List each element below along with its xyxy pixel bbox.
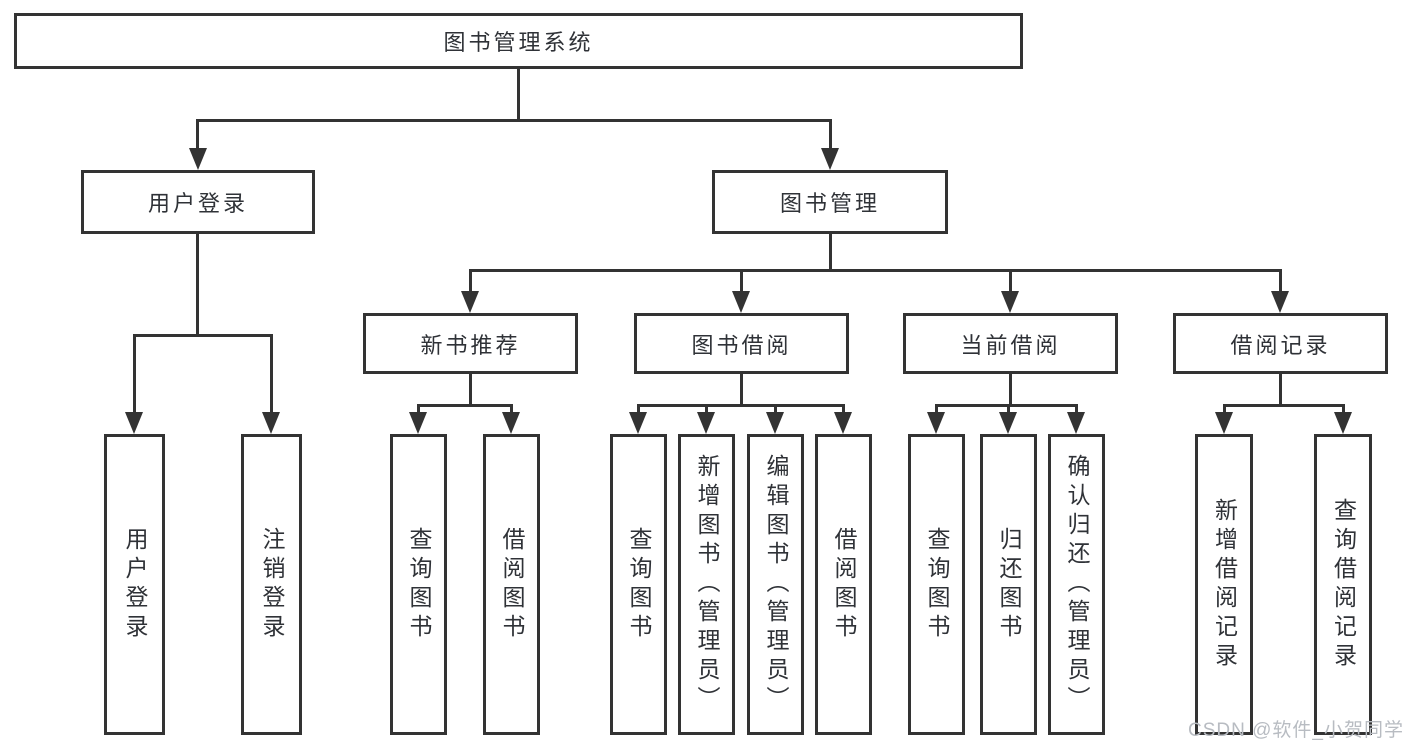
leaf-query-books-recommend: 查询图书 bbox=[390, 434, 447, 735]
arrowhead-icon bbox=[1271, 291, 1289, 313]
leaf-user-login: 用户登录 bbox=[104, 434, 165, 735]
connector-leaf-stem bbox=[935, 404, 938, 414]
node-library-management-system: 图书管理系统 bbox=[14, 13, 1023, 69]
connector-leaf-stem bbox=[417, 404, 420, 414]
leaf-query-borrow-record: 查询借阅记录 bbox=[1314, 434, 1372, 735]
node-book-management: 图书管理 bbox=[712, 170, 948, 234]
connector-leaf-stem bbox=[774, 404, 777, 414]
arrowhead-icon bbox=[502, 412, 520, 434]
node-user-login: 用户登录 bbox=[81, 170, 315, 234]
arrowhead-icon bbox=[834, 412, 852, 434]
leaf-return-book: 归还图书 bbox=[980, 434, 1037, 735]
connector-leaf-stem bbox=[705, 404, 708, 414]
node-book-borrow: 图书借阅 bbox=[634, 313, 849, 374]
arrowhead-icon bbox=[1215, 412, 1233, 434]
connector-leaf-stem bbox=[270, 334, 273, 414]
arrowhead-icon bbox=[821, 148, 839, 170]
csdn-watermark: CSDN @软件_小贺同学 bbox=[1188, 720, 1404, 741]
connector-book-management-down bbox=[829, 234, 832, 271]
arrowhead-icon bbox=[409, 412, 427, 434]
arrowhead-icon bbox=[766, 412, 784, 434]
leaf-confirm-return-admin: 确认归还（管理员） bbox=[1048, 434, 1105, 735]
connector-level3-bar bbox=[469, 269, 1282, 272]
connector-group-bar bbox=[417, 404, 513, 407]
leaf-borrow-books-recommend: 借阅图书 bbox=[483, 434, 540, 735]
arrowhead-icon bbox=[697, 412, 715, 434]
connector-level3-stem bbox=[1009, 269, 1012, 293]
connector-leaf-stem bbox=[1342, 404, 1345, 414]
connector-leaf-stem bbox=[1223, 404, 1226, 414]
arrowhead-icon bbox=[999, 412, 1017, 434]
connector-book-management-stem bbox=[829, 119, 832, 150]
node-borrow-records: 借阅记录 bbox=[1173, 313, 1388, 374]
arrowhead-icon bbox=[1001, 291, 1019, 313]
leaf-logout: 注销登录 bbox=[241, 434, 302, 735]
connector-user-leaves-bar bbox=[133, 334, 273, 337]
connector-group-bar bbox=[1223, 404, 1345, 407]
connector-group-stem bbox=[740, 374, 743, 406]
connector-level3-stem bbox=[469, 269, 472, 293]
connector-leaf-stem bbox=[842, 404, 845, 414]
connector-leaf-stem bbox=[1075, 404, 1078, 414]
connector-leaf-stem bbox=[637, 404, 640, 414]
connector-user-login-down bbox=[196, 234, 199, 336]
leaf-edit-book-admin: 编辑图书（管理员） bbox=[747, 434, 804, 735]
node-current-borrow: 当前借阅 bbox=[903, 313, 1118, 374]
connector-leaf-stem bbox=[510, 404, 513, 414]
node-new-book-recommend: 新书推荐 bbox=[363, 313, 578, 374]
arrowhead-icon bbox=[629, 412, 647, 434]
connector-leaf-stem bbox=[133, 334, 136, 414]
connector-level3-stem bbox=[1279, 269, 1282, 293]
connector-group-bar bbox=[935, 404, 1078, 407]
connector-level3-stem bbox=[740, 269, 743, 293]
connector-group-stem bbox=[1279, 374, 1282, 406]
connector-group-bar bbox=[637, 404, 845, 407]
connector-group-stem bbox=[469, 374, 472, 406]
arrowhead-icon bbox=[732, 291, 750, 313]
arrowhead-icon bbox=[461, 291, 479, 313]
arrowhead-icon bbox=[189, 148, 207, 170]
connector-group-stem bbox=[1009, 374, 1012, 406]
leaf-borrow-books: 借阅图书 bbox=[815, 434, 872, 735]
leaf-add-book-admin: 新增图书（管理员） bbox=[678, 434, 735, 735]
arrowhead-icon bbox=[262, 412, 280, 434]
leaf-add-borrow-record: 新增借阅记录 bbox=[1195, 434, 1253, 735]
connector-level2-bar bbox=[196, 119, 832, 122]
leaf-query-books-borrow: 查询图书 bbox=[610, 434, 667, 735]
connector-user-login-stem bbox=[196, 119, 199, 150]
arrowhead-icon bbox=[927, 412, 945, 434]
connector-leaf-stem bbox=[1007, 404, 1010, 414]
leaf-query-books-current: 查询图书 bbox=[908, 434, 965, 735]
arrowhead-icon bbox=[1067, 412, 1085, 434]
arrowhead-icon bbox=[125, 412, 143, 434]
arrowhead-icon bbox=[1334, 412, 1352, 434]
connector-root-stem bbox=[517, 69, 520, 121]
